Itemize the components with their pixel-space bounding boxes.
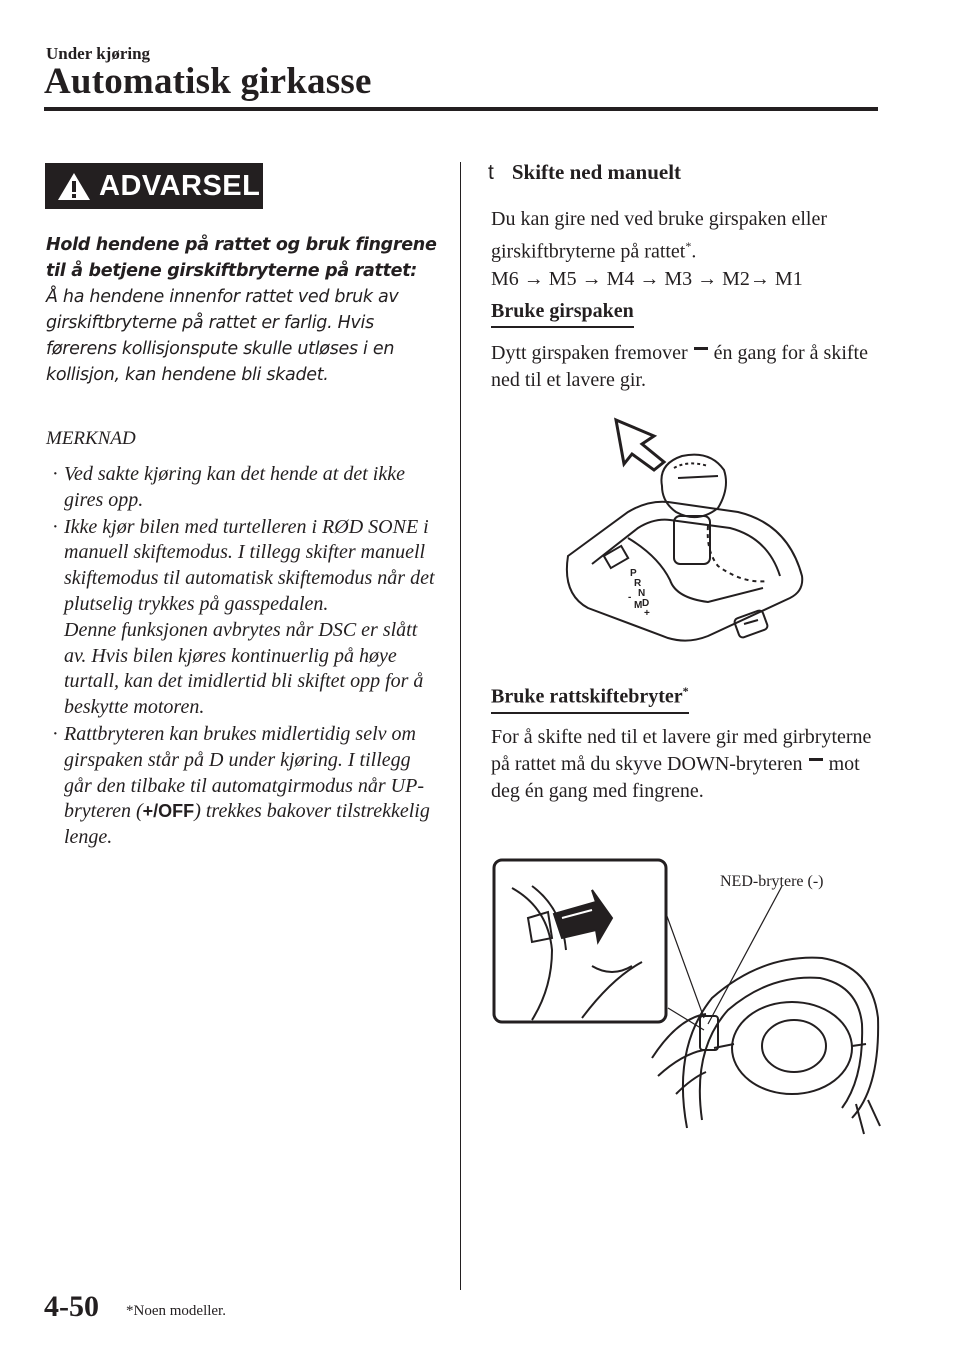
- section-marker-icon: t: [488, 161, 494, 184]
- shift-letter: -: [628, 592, 631, 603]
- warning-badge: ADVARSEL: [45, 163, 263, 209]
- shift-letter: +: [644, 608, 650, 619]
- warning-bold-text: Hold hendene på rattet og bruk fingrene …: [46, 235, 437, 281]
- bullet-icon: ·: [52, 515, 59, 538]
- note-heading: MERKNAD: [46, 428, 136, 449]
- warning-label: ADVARSEL: [99, 169, 261, 202]
- paddle-text: For å skifte ned til et lavere gir med g…: [491, 726, 872, 802]
- page-number: 4-50: [44, 1290, 99, 1323]
- intro-text: Du kan gire ned ved bruke girspaken elle…: [491, 208, 827, 290]
- callout-label: NED-brytere (-): [720, 873, 824, 890]
- paddle-heading-wrap: Bruke rattskiftebryter*: [491, 684, 689, 714]
- minus-icon: [808, 758, 823, 761]
- page-title: Automatisk girkasse: [44, 61, 372, 102]
- gear-sequence: M6 → M5 → M4 → M3 → M2→ M1: [491, 267, 803, 290]
- bullet-icon: ·: [52, 463, 59, 485]
- bullet-icon: ·: [52, 722, 59, 745]
- lever-heading: Bruke girspaken: [491, 300, 634, 328]
- list-item: · Ikke kjør bilen med turtelleren i RØD …: [52, 515, 435, 719]
- shift-letter: P: [630, 568, 637, 579]
- paddle-heading: Bruke rattskiftebryter*: [491, 684, 689, 714]
- shift-letter: R: [634, 578, 642, 589]
- note-list: · Ved sakte kjøring kan det hende at det…: [46, 462, 442, 852]
- shift-letter: N: [638, 588, 645, 599]
- minus-icon: [693, 347, 708, 350]
- up-switch-symbol: +/OFF: [142, 801, 195, 822]
- title-rule: [44, 107, 878, 111]
- gear-lever-illustration: P R N D M + -: [566, 417, 804, 642]
- footnote: *Noen modeller.: [126, 1303, 226, 1319]
- steering-wheel-illustration: NED-brytere (-): [492, 858, 881, 1135]
- column-divider: [460, 162, 461, 1290]
- lever-text: Dytt girspaken fremover én gang for å sk…: [491, 342, 868, 391]
- list-item: · Ved sakte kjøring kan det hende at det…: [52, 463, 405, 511]
- lever-heading-wrap: Bruke girspaken: [491, 300, 634, 328]
- shift-letter: M: [634, 600, 642, 611]
- list-item: · Rattbryteren kan brukes midlertidig se…: [52, 722, 430, 849]
- shift-letter: D: [642, 598, 649, 609]
- warning-text: Hold hendene på rattet og bruk fingrene …: [46, 232, 446, 388]
- warning-body-text: Å ha hendene innenfor rattet ved bruk av…: [46, 287, 399, 385]
- warning-triangle-icon: [58, 173, 90, 200]
- section-label: Under kjøring: [46, 44, 151, 63]
